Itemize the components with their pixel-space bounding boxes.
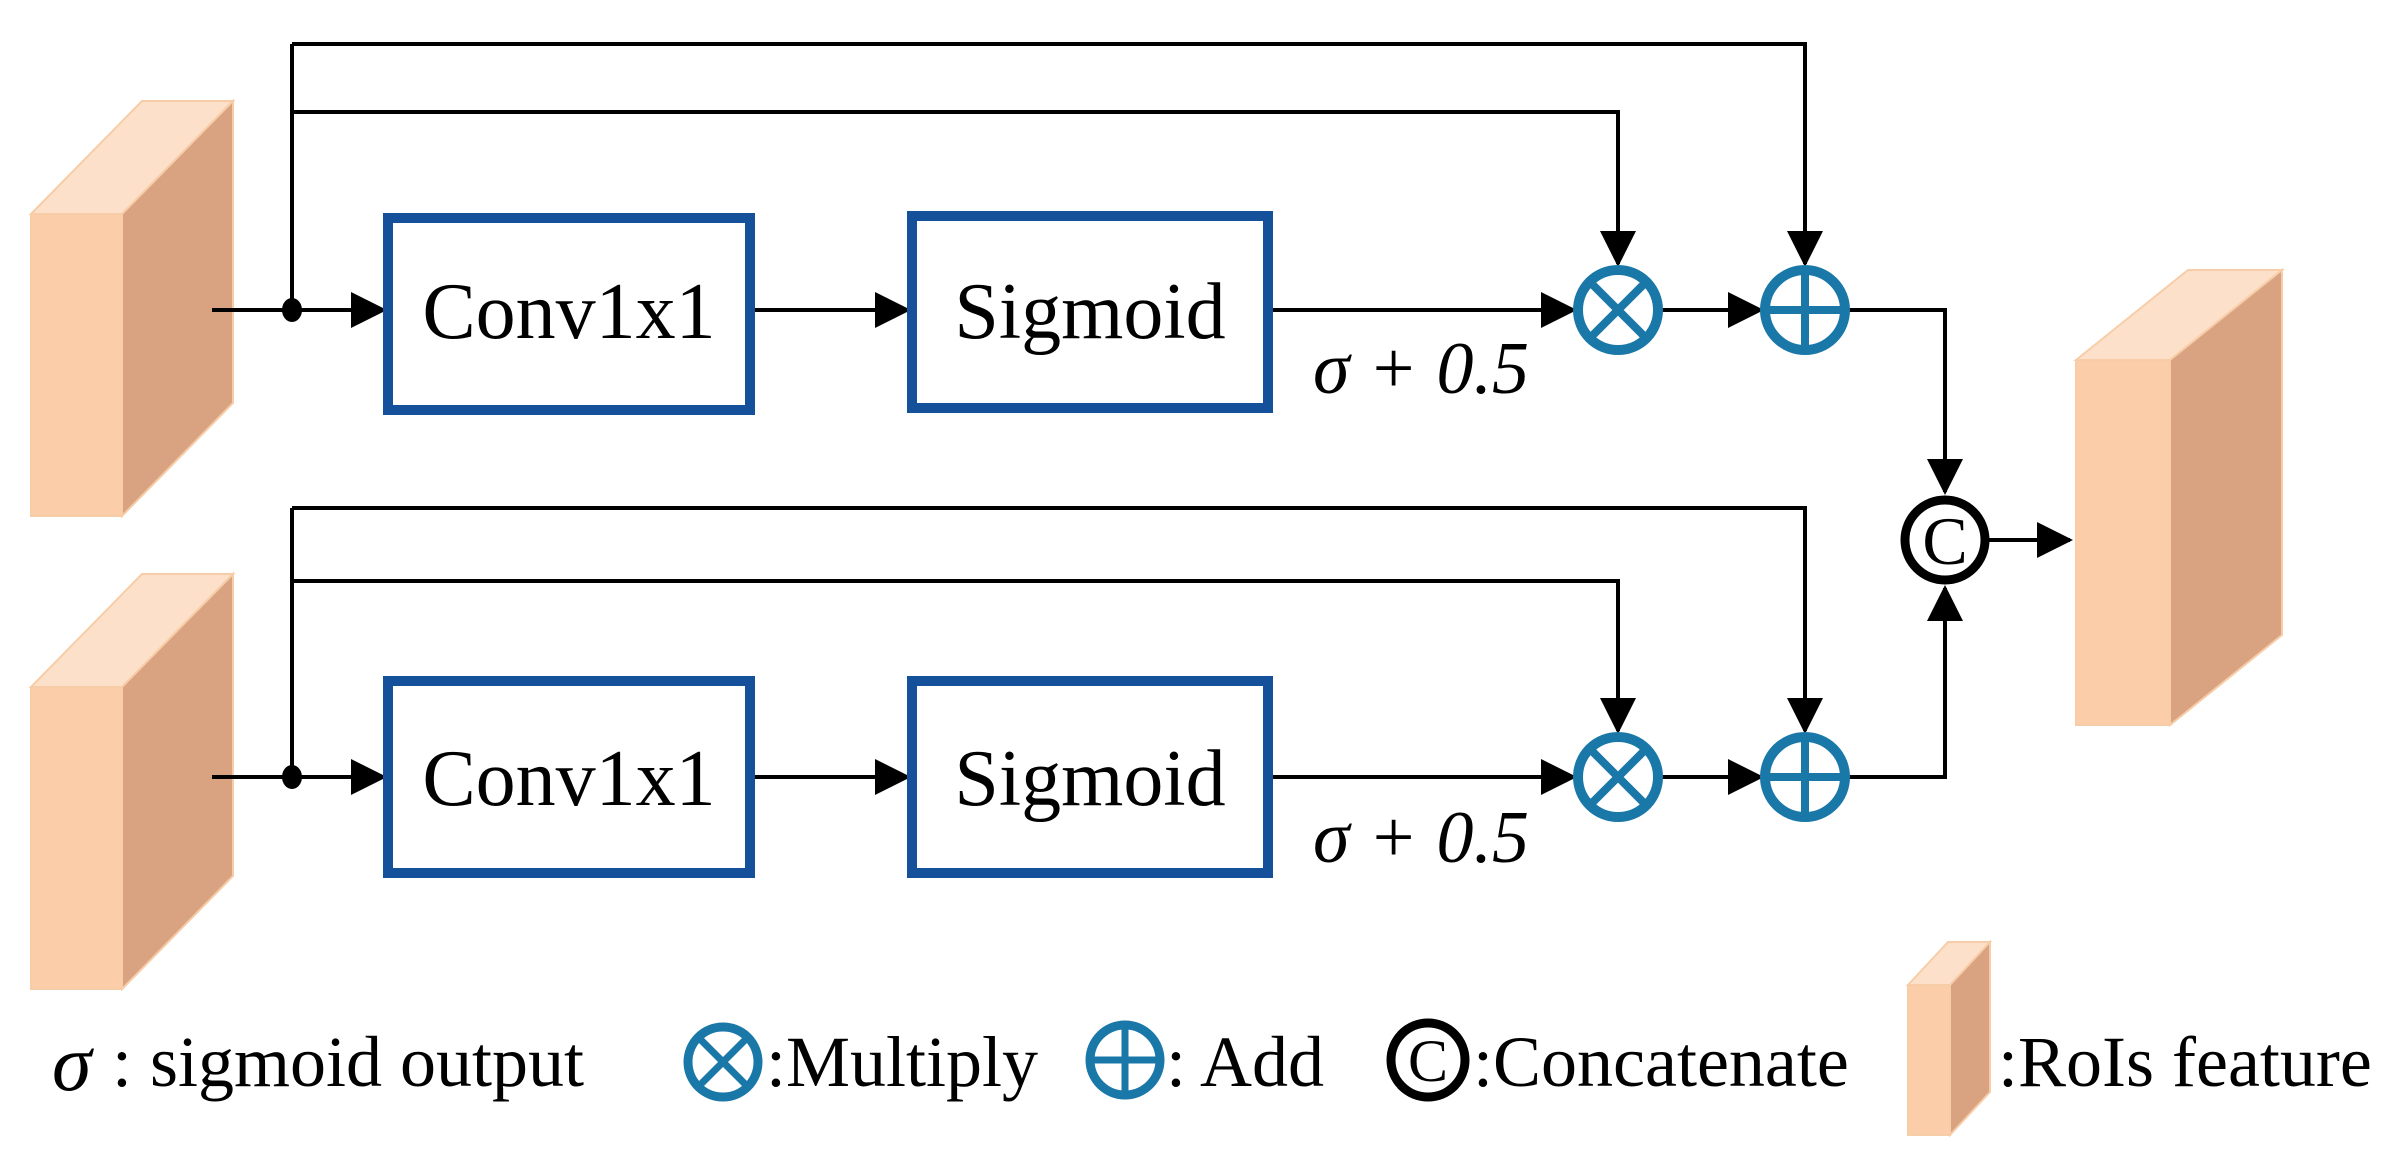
legend: σ : sigmoid output :Multiply : Add C :Co… [52, 939, 2372, 1138]
input-rois-block-2 [28, 571, 236, 992]
output-rois-block [2073, 267, 2285, 728]
legend-multiply-icon [683, 1022, 763, 1102]
multiply-icon [1587, 746, 1649, 808]
multiply-icon [1587, 279, 1649, 341]
legend-add-icon [1085, 1020, 1165, 1100]
legend-concat-label: :Concatenate [1473, 1022, 1849, 1102]
branch1-wires [212, 42, 1963, 495]
sigmoid-box-1: Sigmoid [907, 211, 1273, 413]
sigmoid-box-1-label: Sigmoid [954, 268, 1225, 356]
legend-concat-symbol: C [1408, 1028, 1448, 1094]
add-to-concat-arrow-1 [1845, 308, 1963, 495]
add-icon [1765, 270, 1845, 350]
sigmoid-box-2: Sigmoid [907, 676, 1273, 878]
branch1-skip-to-add [292, 42, 1823, 267]
concat-node: C [1900, 495, 1990, 585]
legend-rois-label: :RoIs feature [1998, 1022, 2372, 1102]
multiply-node-2 [1573, 732, 1663, 822]
branch2-skip-to-add [292, 506, 1823, 734]
sigmoid-box-2-label: Sigmoid [954, 735, 1225, 823]
branch2-wires [212, 506, 1963, 795]
legend-sigma-symbol: σ [52, 1020, 94, 1108]
conv-box-2: Conv1x1 [383, 676, 755, 878]
scale-label-1: σ + 0.5 [1313, 328, 1529, 410]
add-to-concat-arrow-2 [1845, 585, 1963, 779]
branch-point-2 [282, 765, 302, 789]
branch2-skip-to-multiply [292, 579, 1636, 734]
add-icon [1765, 737, 1845, 817]
concat-node-label: C [1922, 503, 1967, 579]
branch-point-1 [282, 298, 302, 322]
legend-sigma-label: : sigmoid output [112, 1022, 584, 1102]
conv-box-1-label: Conv1x1 [422, 268, 715, 356]
legend-concat-icon: C [1386, 1018, 1470, 1102]
legend-rois-icon [1905, 939, 1993, 1138]
add-node-2 [1760, 732, 1850, 822]
conv-box-1: Conv1x1 [383, 213, 755, 415]
block-front-face [30, 686, 123, 990]
block-front-face [2075, 359, 2171, 726]
add-node-1 [1760, 265, 1850, 355]
multiply-node-1 [1573, 265, 1663, 355]
block-front-face [30, 213, 123, 517]
branch1-skip-to-multiply [292, 110, 1636, 267]
conv-box-2-label: Conv1x1 [422, 735, 715, 823]
input-rois-block-1 [28, 98, 236, 519]
legend-multiply-label: :Multiply [766, 1022, 1038, 1102]
scale-label-2: σ + 0.5 [1313, 797, 1529, 879]
legend-add-label: : Add [1166, 1022, 1324, 1102]
